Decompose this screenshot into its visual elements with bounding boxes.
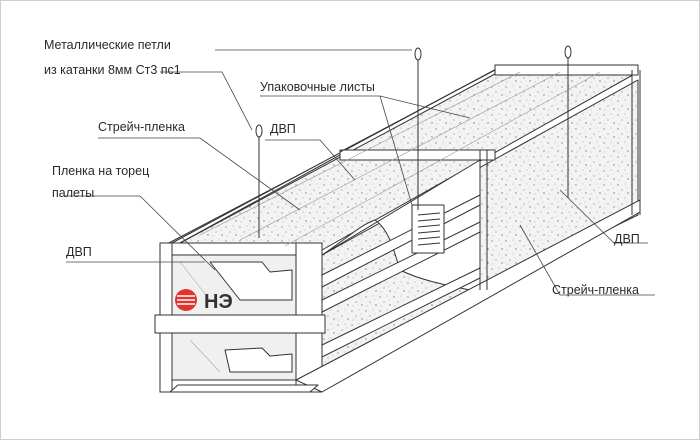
item-profile-lower <box>224 347 293 373</box>
label-end-film-line1: Пленка на торец <box>52 164 150 178</box>
item-profile-upper <box>209 261 293 301</box>
leader-packing-2 <box>379 95 413 206</box>
packing-sheet-pocket <box>411 204 445 254</box>
label-dvp-top: ДВП <box>270 122 296 136</box>
label-packing-sheets: Упаковочные листы <box>260 80 375 94</box>
label-dvp-right: ДВП <box>614 232 640 246</box>
label-stretch-film-right: Стрейч-пленка <box>552 283 639 297</box>
label-dvp-left: ДВП <box>66 245 92 259</box>
company-logo: НЭ <box>175 289 233 313</box>
front-strap <box>154 314 326 334</box>
lifting-loop-2 <box>414 47 422 61</box>
leader-end-film <box>64 195 216 271</box>
label-stretch-film-top: Стрейч-пленка <box>98 120 185 134</box>
logo-text: НЭ <box>204 291 233 313</box>
label-metal-loops-line2: из катанки 8мм Ст3 пс1 <box>44 63 181 77</box>
roof-cross-frame-2 <box>494 64 639 76</box>
ground-skid <box>169 384 319 393</box>
label-metal-loops-line1: Металлические петли <box>44 38 171 52</box>
lifting-loop-3 <box>564 45 572 59</box>
leader-loops-2 <box>160 71 253 131</box>
leader-dvp-top <box>265 139 356 181</box>
leader-dvp-right <box>559 189 648 244</box>
lifting-loop-1 <box>255 124 263 138</box>
leader-stretch-top <box>98 137 301 211</box>
label-end-film-line2: палеты <box>52 186 95 200</box>
leader-stretch-right <box>519 224 655 296</box>
